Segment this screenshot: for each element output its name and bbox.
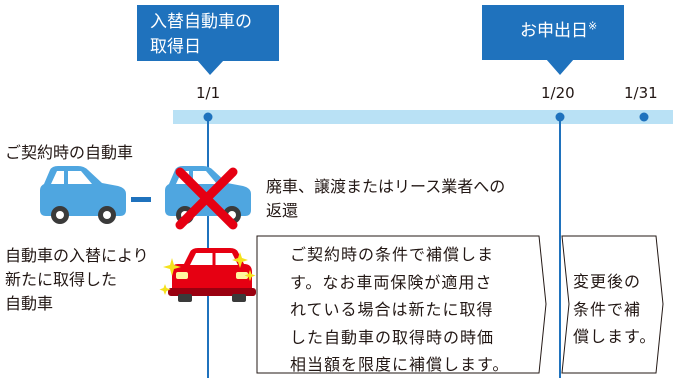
post-change-terms-box — [561, 235, 664, 374]
contract-vehicle-label: ご契約時の自動車 — [5, 143, 134, 162]
application-date-callout-label: お申出日※ — [520, 19, 598, 41]
date-label-1-1: 1/1 — [196, 84, 221, 102]
disposal-description: 廃車、譲渡またはリース業者への 返還 — [266, 177, 506, 220]
acquisition-date-callout-box — [137, 5, 279, 75]
red-car-icon — [168, 248, 256, 302]
timeline-dot-1-20 — [555, 112, 565, 122]
timeline-bar — [173, 110, 673, 124]
timeline-dot-1-31 — [639, 112, 649, 122]
date-label-1-31: 1/31 — [624, 84, 658, 102]
application-date-callout-box — [482, 5, 624, 75]
timeline-dot-1-1 — [203, 112, 213, 122]
blue-car-icon — [40, 166, 126, 224]
dash-separator — [131, 197, 151, 202]
new-vehicle-label: 自動車の入替により 新たに取得した 自動車 — [5, 246, 149, 313]
pre-change-terms-box — [256, 235, 547, 374]
cross-mark-icon — [175, 167, 238, 230]
pre-change-terms-text: ご契約時の条件で補償しま す。なお車両保険が適用さ れている場合は新たに取得 し… — [290, 245, 510, 374]
sparkle-icon — [159, 252, 256, 295]
date-label-1-20: 1/20 — [541, 84, 575, 102]
footnote-mark: ※ — [588, 19, 598, 33]
acquisition-date-callout-label: 入替自動車の 取得日 — [150, 12, 252, 57]
post-change-terms-text: 変更後の 条件で補 償します。 — [573, 272, 657, 346]
